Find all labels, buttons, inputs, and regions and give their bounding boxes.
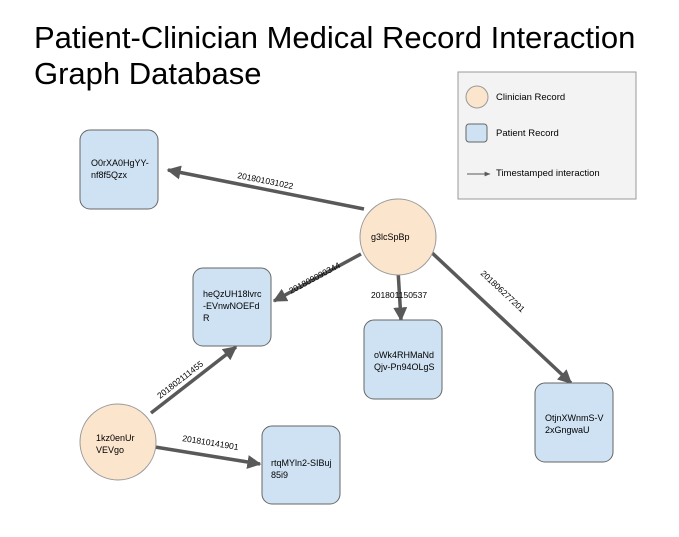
- node-label-p4-line2: 2xGngwaU: [545, 425, 590, 435]
- edge-label-c1-p4: 201806277201: [479, 268, 527, 314]
- node-label-p5-line1: rtqMYln2-SIBuj: [271, 458, 332, 468]
- edge-c1-p4: [427, 248, 573, 385]
- edge-label-c1-p3: 201801150537: [371, 290, 427, 300]
- edge-label-c2-p5: 201810141901: [182, 433, 240, 452]
- edge-label-c2-p2: 201802111455: [155, 359, 205, 401]
- edge-c1-p2: [272, 252, 362, 303]
- node-label-c1-line1: g3lcSpBp: [371, 232, 410, 242]
- node-label-p3-line2: Qjv-Pn94OLgS: [374, 362, 435, 372]
- patient-node-p2: heQzUH18lvrc -EVnwNOEFd R: [192, 267, 272, 347]
- edge-c1-p1: [166, 165, 365, 211]
- patient-node-p1: O0rXA0HgYY- nf8f5Qzx: [79, 129, 159, 210]
- legend-patient-swatch: [465, 123, 488, 143]
- node-label-c2-line1: 1kz0enUr: [96, 433, 135, 443]
- title-line-2: Graph Database: [34, 56, 262, 91]
- edge-c2-p5: [154, 445, 262, 469]
- edge-c2-p2: [149, 345, 238, 415]
- legend-clinician-label: Clinician Record: [496, 92, 565, 103]
- node-label-p4-line1: OtjnXWnmS-V: [545, 413, 604, 423]
- page-title: Patient-Clinician Medical Record Interac…: [34, 20, 674, 92]
- patient-node-p3: oWk4RHMaNd Qjv-Pn94OLgS: [363, 319, 443, 400]
- patient-node-p4: OtjnXWnmS-V 2xGngwaU: [534, 382, 614, 463]
- legend-patient-label: Patient Record: [496, 128, 559, 139]
- node-label-p2-line1: heQzUH18lvrc: [203, 289, 262, 299]
- node-label-p2-line2: -EVnwNOEFd: [203, 301, 260, 311]
- patient-node-p5: rtqMYln2-SIBuj 85i9: [261, 425, 341, 505]
- node-label-p5-line2: 85i9: [271, 470, 288, 480]
- node-label-p1-line1: O0rXA0HgYY-: [91, 158, 149, 168]
- legend-interaction-label: Timestamped interaction: [496, 168, 600, 179]
- edge-c1-p3: [393, 269, 408, 322]
- node-label-p3-line1: oWk4RHMaNd: [374, 350, 434, 360]
- clinician-node-c1: g3lcSpBp: [359, 198, 437, 276]
- node-label-c2-line2: VEVgo: [96, 445, 124, 455]
- node-label-p1-line2: nf8f5Qzx: [91, 170, 128, 180]
- legend-clinician-swatch: [465, 85, 489, 109]
- edge-label-c1-p2: 201809090344: [287, 260, 342, 296]
- title-line-1: Patient-Clinician Medical Record Interac…: [34, 20, 636, 55]
- node-label-p2-line3: R: [203, 313, 210, 323]
- legend: Clinician Record Patient Record Timestam…: [457, 71, 637, 200]
- clinician-node-c2: 1kz0enUr VEVgo: [79, 403, 157, 481]
